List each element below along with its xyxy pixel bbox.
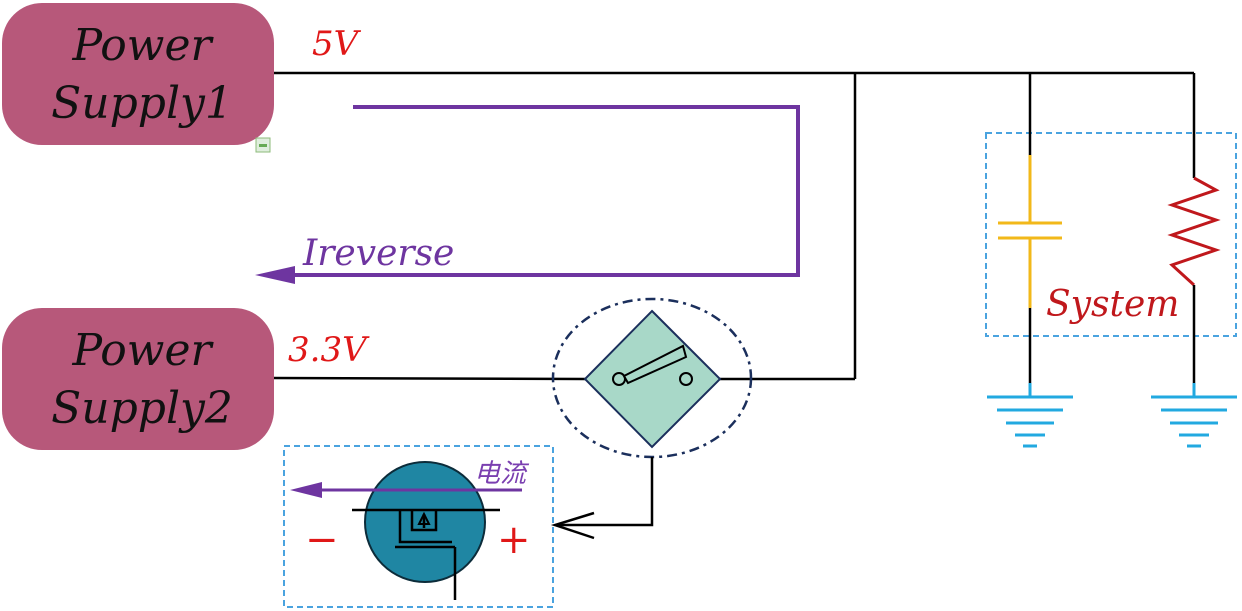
control-wire (558, 457, 654, 527)
capacitor-icon (998, 155, 1062, 308)
switch-icon (583, 309, 722, 449)
power-supply-2: Power Supply2 (2, 308, 274, 450)
voltage-3v3-label: 3.3V (288, 330, 370, 370)
ground-icon (987, 383, 1073, 448)
rail-3v3 (271, 376, 587, 381)
power-supply-1: Power Supply1 (2, 3, 274, 145)
reverse-current-path (290, 105, 800, 277)
mosfet-minus-label: − (305, 517, 339, 563)
control-arrowhead (550, 511, 595, 540)
power-supply-1-line2: Supply1 (51, 78, 233, 129)
reverse-current-label: Ireverse (302, 233, 454, 274)
mosfet-icon (352, 461, 500, 600)
reverse-current-arrowhead (255, 266, 295, 284)
power-supply-2-line1: Power (71, 325, 214, 376)
voltage-5v-label: 5V (312, 24, 362, 64)
resistor-icon (1167, 176, 1221, 287)
collapse-handle-bar (259, 144, 267, 147)
power-supply-2-line2: Supply2 (51, 383, 233, 434)
system-label: System (1046, 284, 1179, 325)
system-box (985, 132, 1237, 337)
mosfet-current-label: 电流 (474, 459, 530, 489)
mosfet-current-arrowhead (290, 482, 322, 498)
mosfet-box (283, 445, 554, 608)
mosfet-plus-label: + (497, 517, 531, 563)
power-supply-1-line1: Power (71, 20, 214, 71)
ground-icon (1151, 383, 1237, 448)
